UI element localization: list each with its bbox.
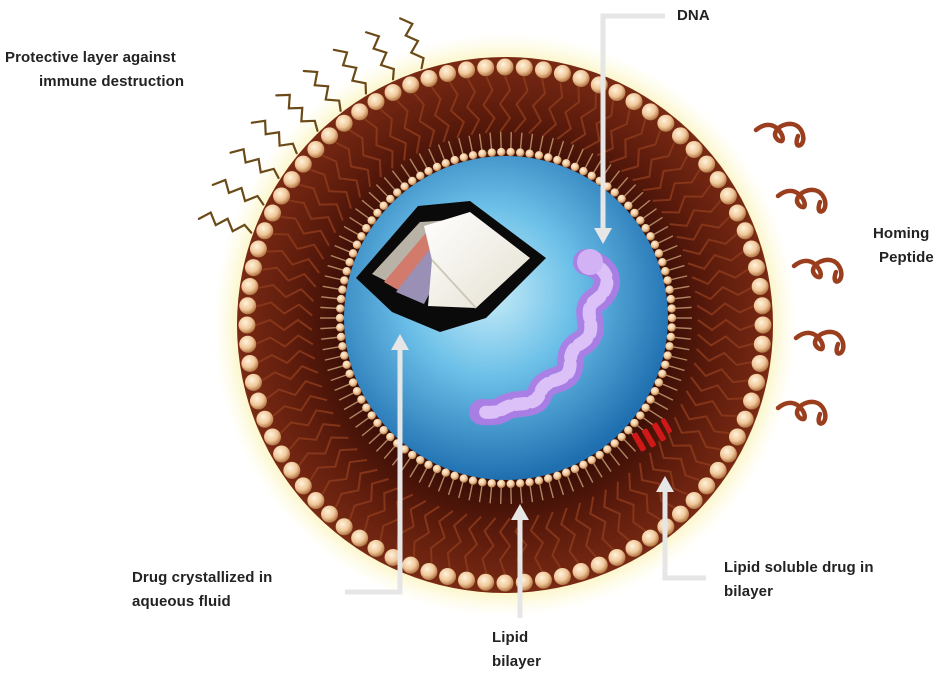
dna-label: DNA — [677, 4, 710, 28]
lipid-bilayer-label: Lipid bilayer — [492, 626, 541, 674]
aqueous-core — [344, 156, 668, 480]
homing-peptide-label: Homing Peptide — [873, 222, 934, 270]
protective-layer-label: Protective layer against immune destruct… — [5, 46, 184, 94]
lipid-soluble-drug-label: Lipid soluble drug in bilayer — [724, 556, 874, 604]
drug-crystallized-label: Drug crystallized in aqueous fluid — [132, 566, 272, 614]
